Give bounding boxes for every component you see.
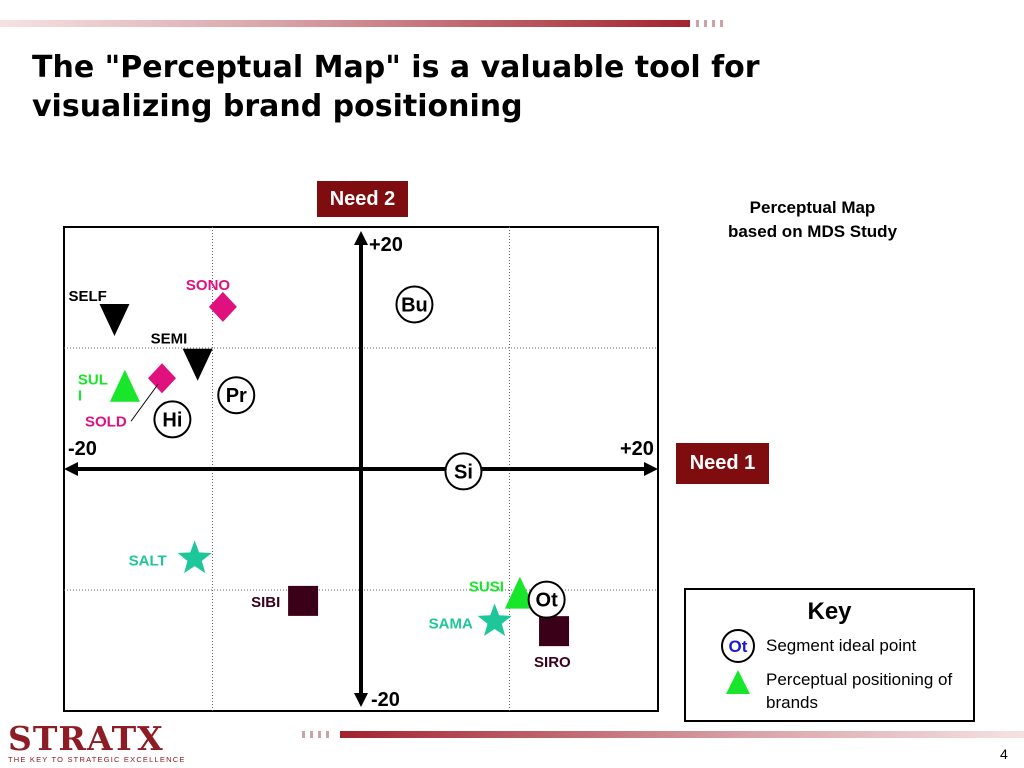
brand-sama-label: SAMA — [429, 615, 473, 632]
brand-sibi-label: SIBI — [251, 594, 280, 611]
key-ideal-label: Segment ideal point — [766, 636, 917, 655]
brand-triangle-key-icon — [726, 670, 750, 694]
top-accent-bar — [0, 20, 690, 27]
brand-semi-marker — [182, 348, 213, 381]
ideal-point-pr-circle — [217, 376, 256, 415]
brand-suli-marker — [109, 369, 140, 402]
ideal-point-bu-circle — [395, 285, 434, 324]
brand-salt-label: SALT — [129, 553, 167, 570]
brand-siro-label: SIRO — [534, 654, 571, 671]
logo-tagline: THE KEY TO STRATEGIC EXCELLENCE — [8, 755, 186, 764]
key-ideal-symbol: Ot — [729, 637, 748, 656]
ideal-point-hi-label: Hi — [162, 409, 182, 431]
brand-susi-label: SUSI — [469, 579, 504, 596]
need-2-label: Need 2 — [317, 181, 408, 217]
y-tick-label-min: -20 — [371, 689, 400, 711]
map-caption: Perceptual Map based on MDS Study — [700, 196, 925, 244]
x-tick-label-max: +20 — [620, 438, 654, 460]
ideal-point-si-circle — [444, 452, 483, 491]
ideal-point-key-icon — [721, 629, 755, 663]
bottom-accent-bar — [340, 731, 1024, 738]
brand-sibi-marker — [288, 585, 319, 616]
bottom-accent-ticks — [300, 731, 340, 738]
x-axis-arrow-left — [64, 462, 78, 476]
brand-sama-marker — [477, 603, 512, 636]
page-number: 4 — [1000, 746, 1008, 762]
x-axis-arrow-right — [644, 462, 658, 476]
y-axis-arrow-down — [354, 693, 368, 707]
logo-wordmark: STRATX — [8, 719, 164, 758]
brand-sono-label: SONO — [186, 277, 231, 294]
need-1-label: Need 1 — [676, 443, 769, 484]
key-panel: Key Ot Segment ideal point Perceptual po… — [684, 588, 975, 722]
brand-sold-marker — [148, 363, 177, 394]
brand-semi-label: SEMI — [151, 331, 188, 348]
x-tick-label-min: -20 — [68, 438, 97, 460]
key-title: Key — [807, 598, 852, 625]
sold-leader-line — [130, 383, 159, 422]
ideal-point-ot-circle — [527, 580, 566, 619]
map-caption-text: Perceptual Map based on MDS Study — [727, 198, 898, 241]
top-accent-ticks — [692, 20, 724, 27]
slide-title: The "Perceptual Map" is a valuable tool … — [32, 50, 760, 124]
brand-self-marker — [99, 303, 130, 336]
ideal-point-hi-circle — [153, 400, 192, 439]
stratx-logo: STRATX THE KEY TO STRATEGIC EXCELLENCE — [8, 719, 186, 764]
brand-sold-label: SOLD — [85, 413, 127, 430]
brand-suli-label: SUL — [78, 372, 108, 389]
ideal-point-ot-label: Ot — [536, 590, 559, 612]
brand-suli-label: I — [78, 388, 82, 405]
brand-self-label: SELF — [68, 288, 106, 305]
ideal-point-bu-label: Bu — [401, 294, 428, 316]
brand-susi-marker — [504, 576, 535, 609]
y-tick-label-max: +20 — [369, 234, 403, 256]
brand-siro-marker — [539, 616, 570, 647]
key-brand-label: Perceptual positioning of brands — [766, 670, 953, 712]
brand-sono-marker — [208, 291, 237, 322]
ideal-point-si-label: Si — [454, 461, 473, 483]
brand-salt-marker — [177, 540, 212, 574]
ideal-point-pr-label: Pr — [226, 385, 247, 407]
y-axis-arrow-up — [354, 231, 368, 245]
